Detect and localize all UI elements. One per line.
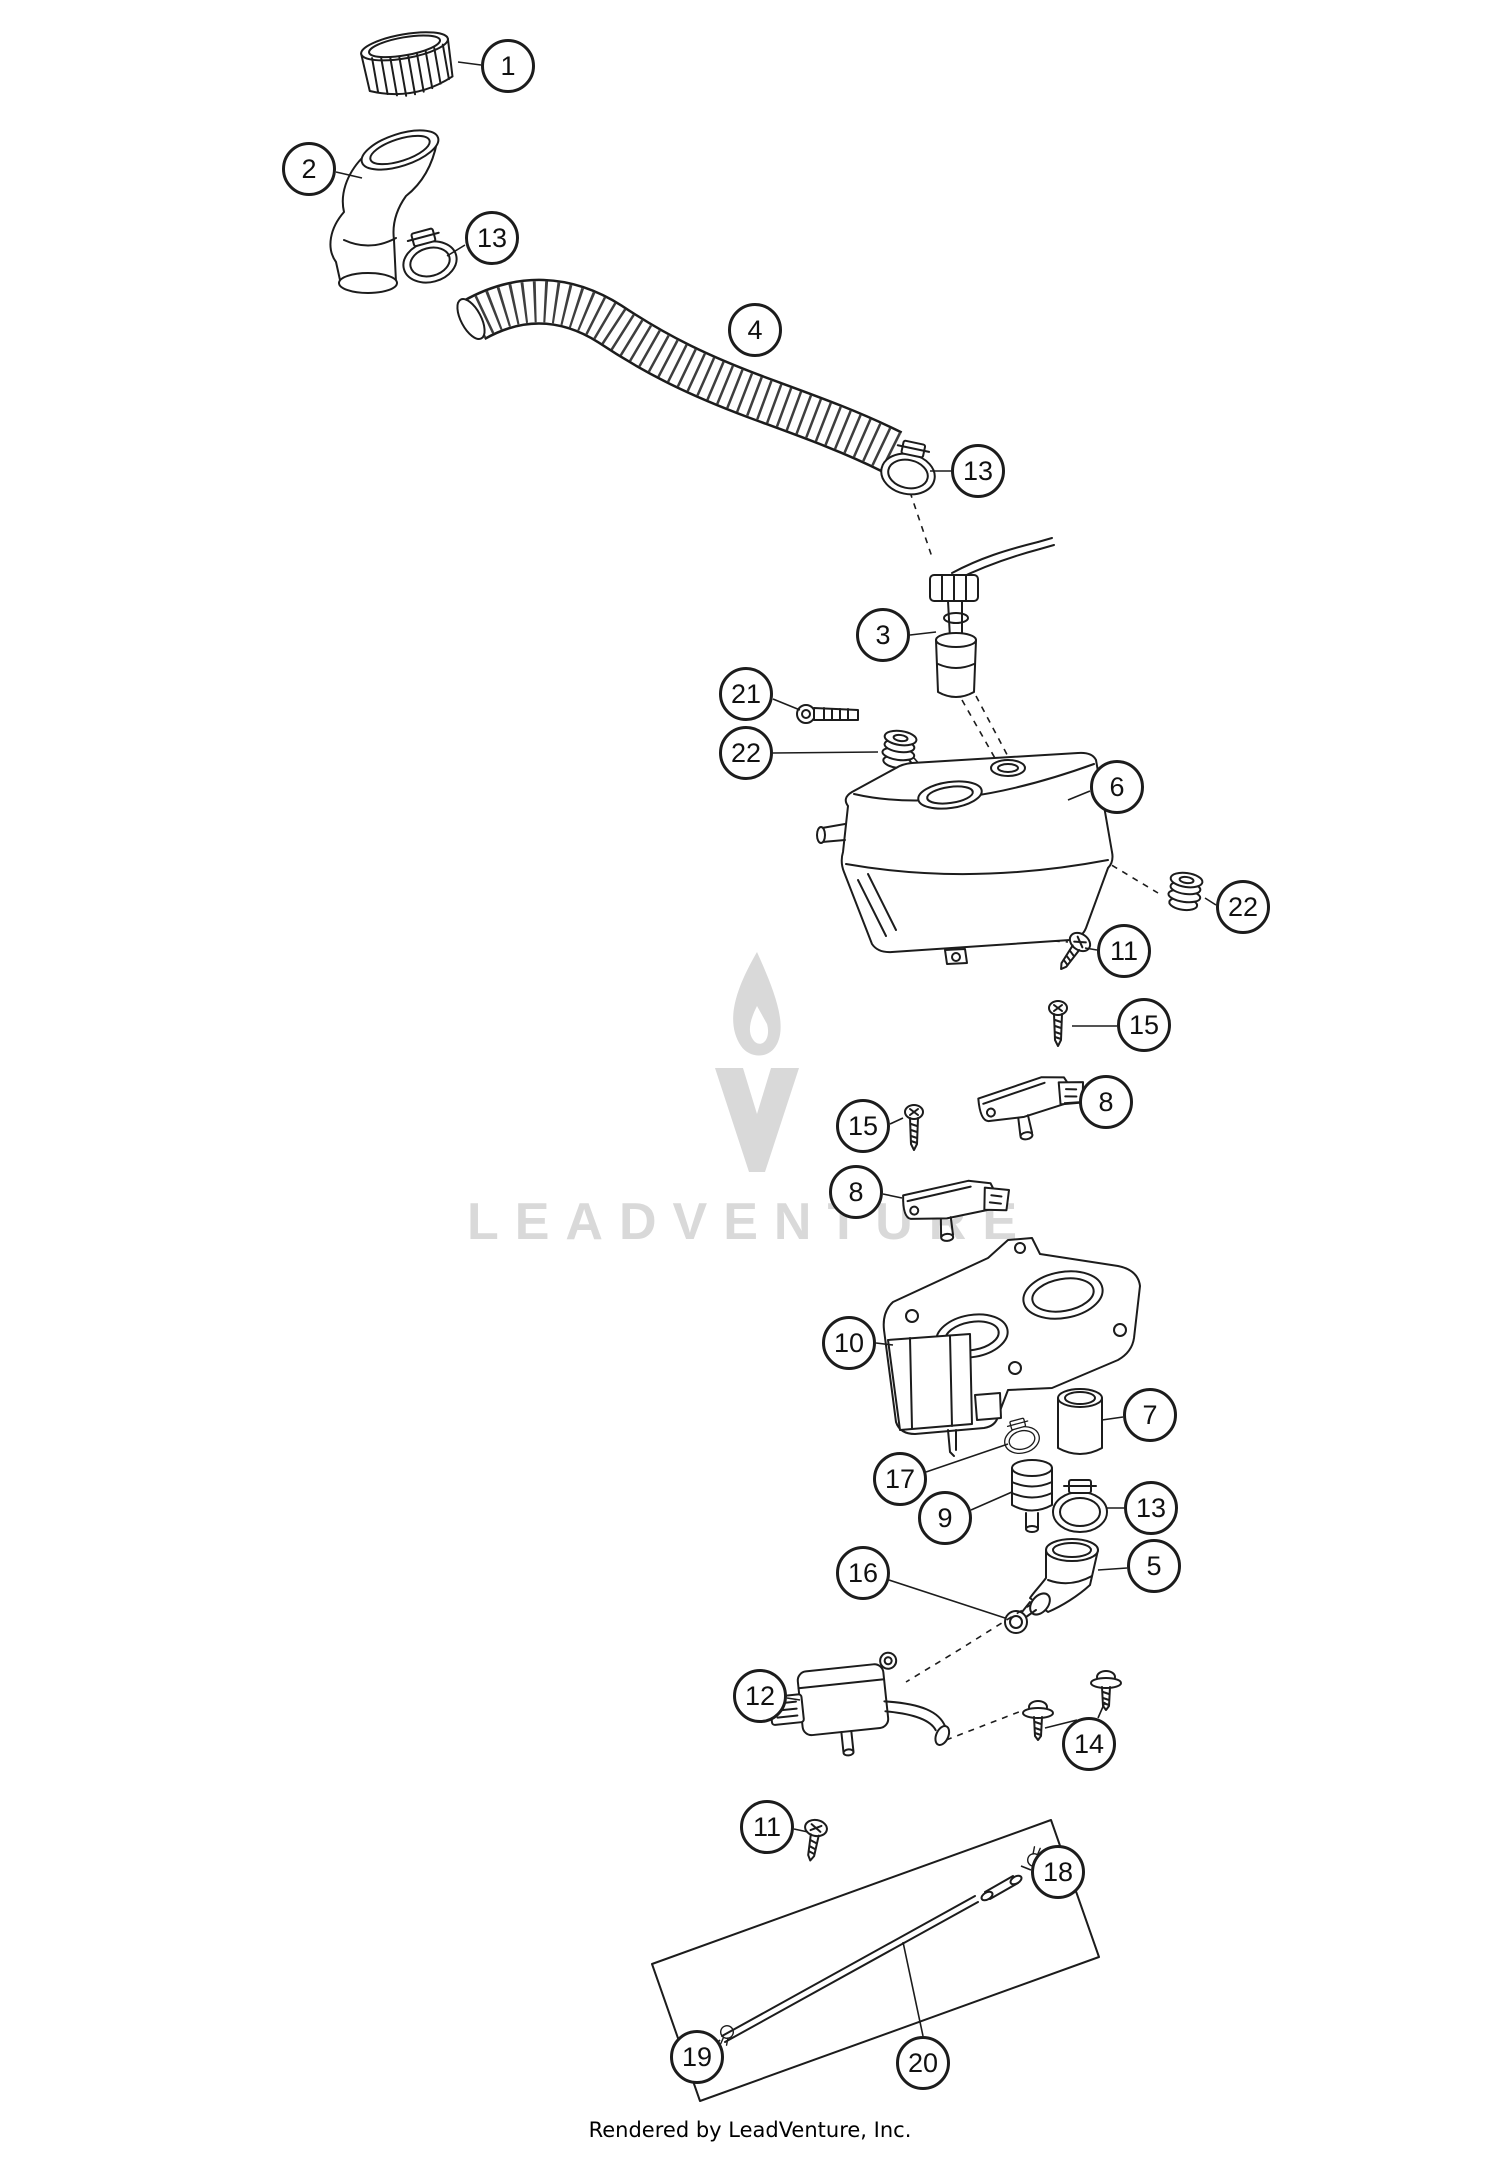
callout-leader-lines	[335, 61, 1217, 2051]
part-corrugated-hose	[456, 278, 903, 473]
part-small-clamp-17	[999, 1414, 1043, 1458]
part-bolt	[796, 704, 859, 724]
part-elbow-fitting	[1029, 1538, 1099, 1616]
part-screw-15b	[904, 1104, 924, 1151]
part-screw-11b	[798, 1817, 830, 1864]
footer-credit: Rendered by LeadVenture, Inc.	[588, 2118, 912, 2142]
part-grommet-22b	[1165, 869, 1205, 913]
flame-v-logo-icon	[715, 952, 799, 1172]
part-filter	[1011, 1459, 1053, 1533]
part-clip-18	[1022, 1844, 1048, 1870]
part-bracket	[882, 1237, 1141, 1457]
part-flange-screw-14a	[1022, 1700, 1054, 1741]
part-clip-19	[713, 2022, 739, 2048]
part-hose-clamp-13c	[1052, 1479, 1108, 1533]
part-filler-cap	[360, 31, 454, 97]
part-hose-stub	[1057, 1388, 1103, 1455]
part-dipstick-sensor	[929, 537, 1055, 698]
part-oil-pump	[768, 1651, 951, 1757]
part-sensor-8b	[901, 1177, 1014, 1245]
part-screw-15a	[1048, 1000, 1068, 1047]
part-oil-tank	[816, 751, 1114, 965]
assembly-dashed-lines	[905, 491, 1159, 1741]
part-flange-screw-14b	[1090, 1670, 1122, 1711]
part-hose-clamp-13a	[394, 223, 463, 290]
fuel-line-kit-box	[651, 1819, 1100, 2102]
part-sensor-8a	[975, 1069, 1093, 1148]
part-tiny-clamp	[1004, 1601, 1037, 1634]
